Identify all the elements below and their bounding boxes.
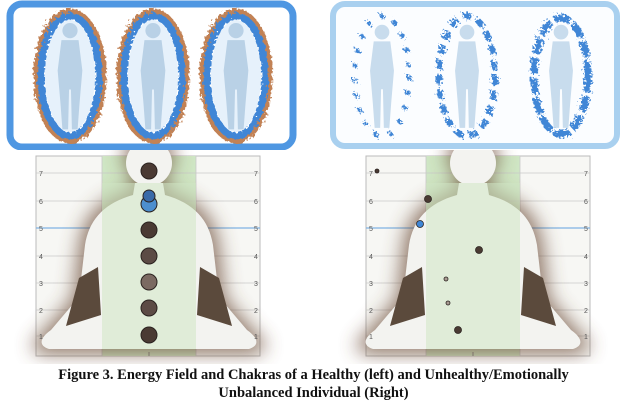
unhealthy-chakra-solar bbox=[443, 276, 449, 282]
unhealthy-aura-left bbox=[352, 13, 412, 139]
unhealthy-y-axis-left: 1 2 3 4 5 6 7 bbox=[369, 171, 373, 341]
y-tick: 1 bbox=[369, 334, 373, 341]
unhealthy-chakra-root bbox=[454, 326, 462, 334]
healthy-y-axis-left: 1 2 3 4 5 6 7 bbox=[39, 171, 43, 341]
y-tick: 5 bbox=[369, 226, 373, 233]
healthy-chakra-heart bbox=[140, 221, 158, 239]
y-tick: 1 bbox=[39, 334, 43, 341]
unhealthy-y-axis-right: 1 2 3 4 5 6 7 bbox=[584, 171, 588, 341]
y-tick: 6 bbox=[584, 199, 588, 206]
caption-line-1: Figure 3. Energy Field and Chakras of a … bbox=[58, 367, 569, 383]
healthy-chakra-crown bbox=[140, 162, 158, 180]
healthy-right-arm-shadow bbox=[197, 267, 232, 326]
unhealthy-chakra-throat bbox=[416, 220, 424, 228]
healthy-chakra-solar bbox=[140, 273, 158, 291]
y-tick: 4 bbox=[254, 254, 258, 261]
y-tick: 2 bbox=[254, 308, 258, 315]
unhealthy-chakra-crown bbox=[374, 168, 380, 174]
y-tick: 5 bbox=[39, 226, 43, 233]
y-tick: 3 bbox=[39, 281, 43, 288]
unhealthy-aura-center bbox=[436, 13, 498, 139]
unhealthy-chakras bbox=[374, 168, 483, 334]
healthy-aura-left bbox=[33, 8, 107, 144]
healthy-aura-right bbox=[199, 8, 273, 144]
healthy-chakra-root bbox=[140, 326, 158, 344]
y-tick: 4 bbox=[369, 254, 373, 261]
unhealthy-left-arm-shadow bbox=[390, 267, 425, 326]
healthy-chakra-heart-low bbox=[140, 247, 158, 265]
y-tick: 2 bbox=[584, 308, 588, 315]
healthy-left-arm-shadow bbox=[66, 267, 101, 326]
y-tick: 4 bbox=[584, 254, 588, 261]
figure-caption: Figure 3. Energy Field and Chakras of a … bbox=[0, 366, 627, 402]
y-tick: 1 bbox=[254, 334, 258, 341]
healthy-chakra-sacral bbox=[140, 299, 158, 317]
healthy-aura-center bbox=[116, 8, 190, 144]
unhealthy-chakra-brow bbox=[424, 195, 432, 203]
unhealthy-right-arm-shadow bbox=[521, 267, 556, 326]
y-tick: 3 bbox=[584, 281, 588, 288]
y-tick: 1 bbox=[584, 334, 588, 341]
y-tick: 7 bbox=[39, 171, 43, 178]
healthy-chakras bbox=[140, 162, 158, 344]
healthy-chakra-chart: 1 2 3 4 5 6 7 1 2 3 4 5 6 7 bbox=[33, 150, 265, 357]
y-tick: 6 bbox=[39, 199, 43, 206]
unhealthy-aura-right bbox=[530, 14, 592, 138]
y-tick: 7 bbox=[584, 171, 588, 178]
unhealthy-chakra-heart bbox=[475, 246, 483, 254]
y-tick: 4 bbox=[39, 254, 43, 261]
unhealthy-chakra-sacral bbox=[445, 300, 451, 306]
healthy-y-axis-right: 1 2 3 4 5 6 7 bbox=[254, 171, 258, 341]
y-tick: 5 bbox=[584, 226, 588, 233]
y-tick: 6 bbox=[254, 199, 258, 206]
caption-line-2: Unbalanced Individual (Right) bbox=[218, 385, 409, 401]
y-tick: 2 bbox=[369, 308, 373, 315]
healthy-aura-panel bbox=[6, 0, 297, 150]
y-tick: 7 bbox=[254, 171, 258, 178]
unhealthy-aura-panel bbox=[330, 1, 620, 149]
y-tick: 7 bbox=[369, 171, 373, 178]
healthy-chakra-brow bbox=[142, 189, 156, 203]
y-tick: 3 bbox=[254, 281, 258, 288]
y-tick: 5 bbox=[254, 226, 258, 233]
y-tick: 6 bbox=[369, 199, 373, 206]
y-tick: 3 bbox=[369, 281, 373, 288]
unhealthy-chakra-chart: 1 2 3 4 5 6 7 1 2 3 4 5 6 7 bbox=[357, 150, 591, 357]
y-tick: 2 bbox=[39, 308, 43, 315]
